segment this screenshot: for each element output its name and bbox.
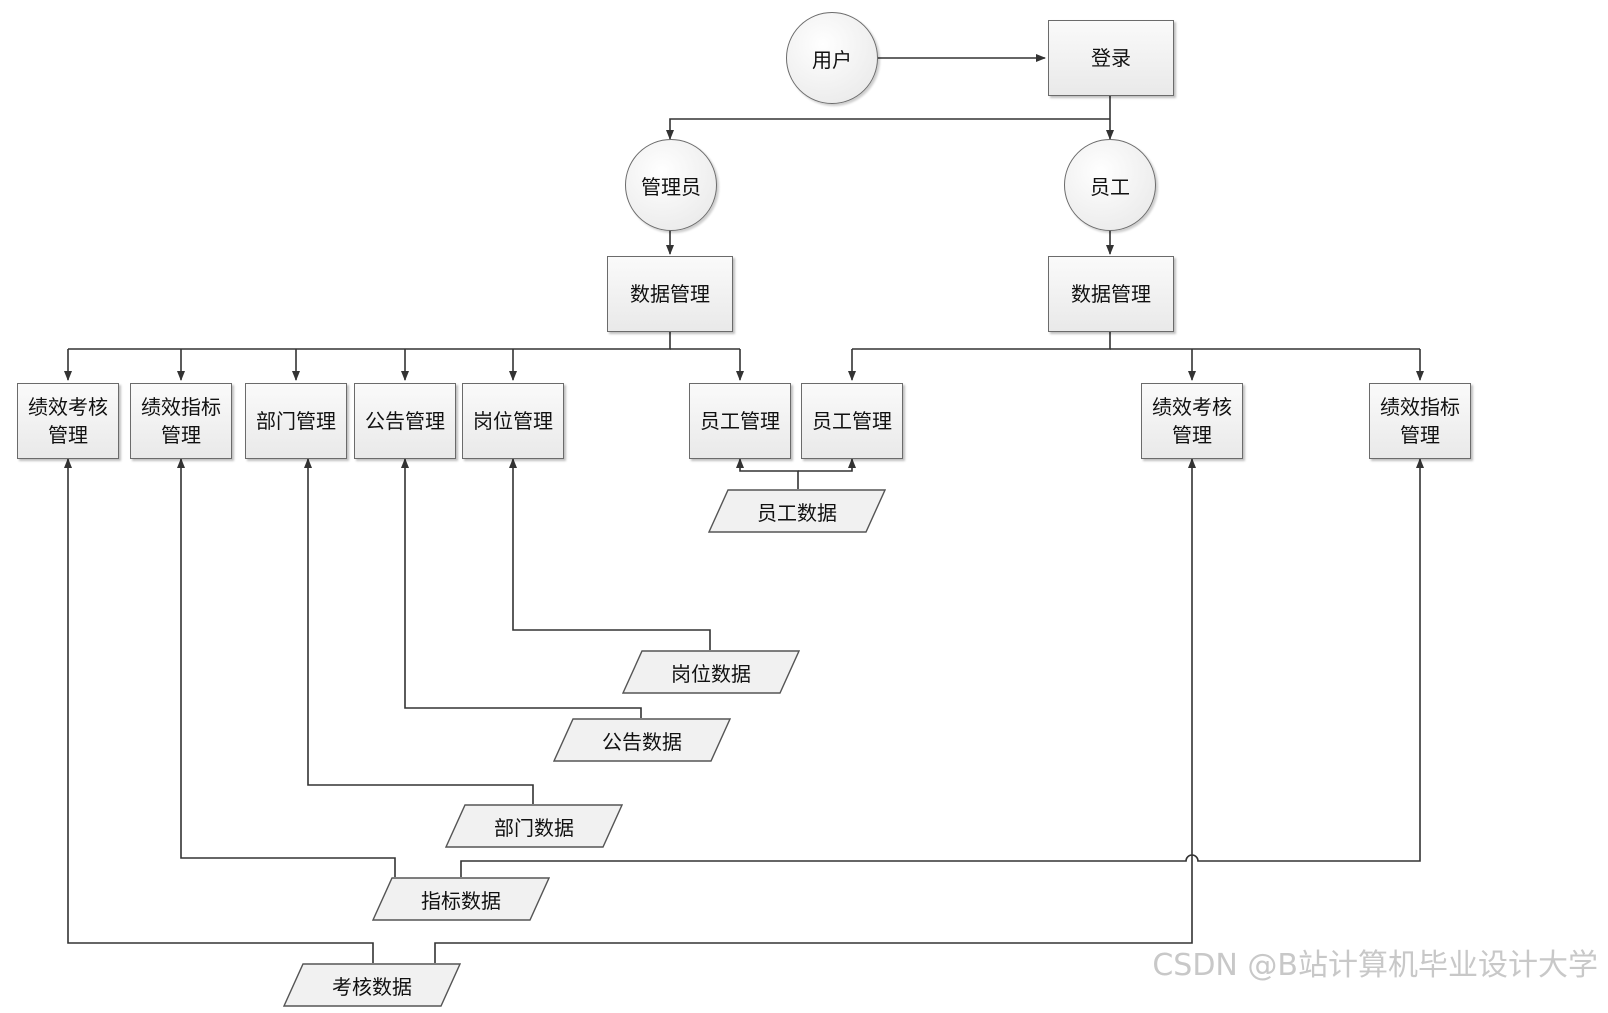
node-staff-employee-management: 员工管理 — [801, 383, 903, 459]
edge-assessdata-left — [64, 458, 374, 963]
edge-admin-bus — [68, 330, 671, 350]
edge-empdata — [736, 458, 799, 489]
datastore-employee-data: 员工数据 — [708, 489, 886, 533]
edge-postdata — [509, 458, 711, 650]
node-staff-performance-index: 绩效指标 管理 — [1369, 383, 1471, 459]
datastore-notice-data: 公告数据 — [553, 718, 731, 762]
node-admin-data-management: 数据管理 — [607, 256, 733, 332]
edge-indexdata-left — [177, 458, 396, 877]
node-login: 登录 — [1048, 20, 1174, 96]
node-admin-performance-assessment: 绩效考核 管理 — [17, 383, 119, 459]
node-department-management: 部门管理 — [245, 383, 347, 459]
node-staff-data-management: 数据管理 — [1048, 256, 1174, 332]
node-user: 用户 — [786, 12, 878, 104]
edge-empdata-right — [798, 458, 856, 472]
edge-to-admin — [666, 118, 1110, 140]
datastore-department-data: 部门数据 — [445, 804, 623, 848]
node-admin-employee-management: 员工管理 — [689, 383, 791, 459]
node-admin-performance-index: 绩效指标 管理 — [130, 383, 232, 459]
datastore-assessment-data: 考核数据 — [283, 963, 461, 1007]
edge-noticedata — [401, 458, 642, 718]
node-notice-management: 公告管理 — [354, 383, 456, 459]
datastore-index-data: 指标数据 — [372, 877, 550, 921]
edge-assessdata-right — [434, 458, 1196, 963]
datastore-post-data: 岗位数据 — [622, 650, 800, 694]
node-admin: 管理员 — [625, 139, 717, 231]
watermark: CSDN @B站计算机毕业设计大学 — [1152, 948, 1598, 983]
edge-deptdata — [304, 458, 534, 804]
edge-staff-bus — [852, 330, 1111, 350]
node-staff-performance-assessment: 绩效考核 管理 — [1141, 383, 1243, 459]
node-staff: 员工 — [1064, 139, 1156, 231]
node-post-management: 岗位管理 — [462, 383, 564, 459]
